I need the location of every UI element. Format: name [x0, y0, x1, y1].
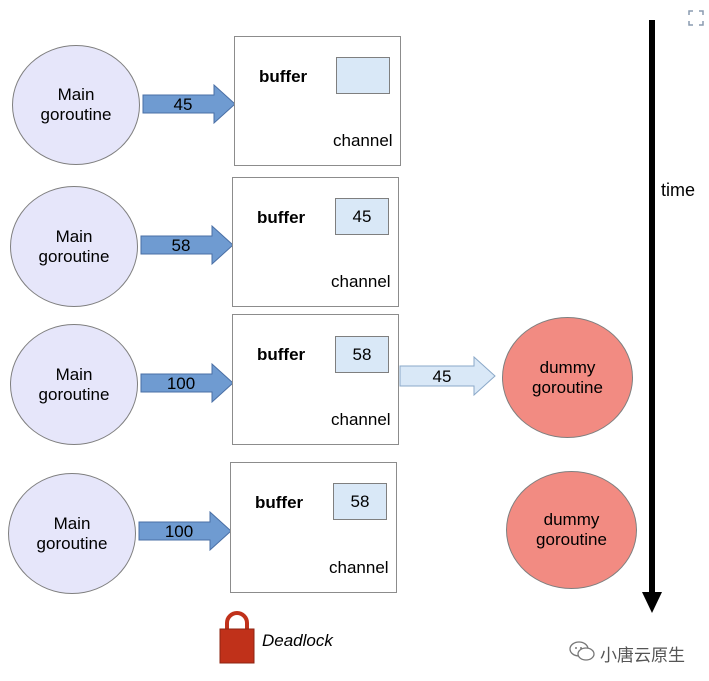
receive-value: 45: [432, 367, 452, 386]
buffer-label: buffer: [257, 345, 306, 364]
receive-arrow: [399, 356, 496, 396]
buffer-slot: 58: [335, 336, 389, 373]
main-goroutine-1: Main goroutine: [12, 45, 140, 165]
main-goroutine-2: Main goroutine: [10, 186, 138, 307]
deadlock-label: Deadlock: [262, 631, 333, 650]
expand-icon[interactable]: [688, 10, 704, 26]
send-value-4: 100: [164, 522, 194, 541]
channel-box-2: buffer 45 channel: [232, 177, 399, 307]
lock-icon: [219, 611, 255, 664]
channel-label: channel: [331, 272, 391, 291]
buffer-label: buffer: [257, 208, 306, 227]
channel-box-4: buffer 58 channel: [230, 462, 397, 593]
channel-label: channel: [333, 131, 393, 150]
dummy-goroutine-2: dummy goroutine: [506, 471, 637, 589]
watermark-text: 小唐云原生: [600, 646, 685, 665]
send-arrow-2: [140, 225, 234, 265]
send-value-1: 45: [173, 95, 193, 114]
buffer-label: buffer: [255, 493, 304, 512]
buffer-slot: [336, 57, 390, 94]
send-arrow-3: [140, 363, 234, 403]
send-arrow-4: [138, 511, 232, 551]
dummy-goroutine-1: dummy goroutine: [502, 317, 633, 438]
channel-box-3: buffer 58 channel: [232, 314, 399, 445]
send-arrow-1: [142, 84, 236, 124]
channel-label: channel: [329, 558, 389, 577]
main-goroutine-3: Main goroutine: [10, 324, 138, 445]
send-value-3: 100: [166, 374, 196, 393]
buffer-label: buffer: [259, 67, 308, 86]
buffer-slot: 45: [335, 198, 389, 235]
buffer-slot: 58: [333, 483, 387, 520]
wechat-icon: [569, 641, 595, 661]
main-goroutine-4: Main goroutine: [8, 473, 136, 594]
time-label: time: [661, 180, 696, 200]
send-value-2: 58: [171, 236, 191, 255]
channel-label: channel: [331, 410, 391, 429]
time-axis-arrow: [642, 20, 662, 613]
channel-box-1: buffer channel: [234, 36, 401, 166]
